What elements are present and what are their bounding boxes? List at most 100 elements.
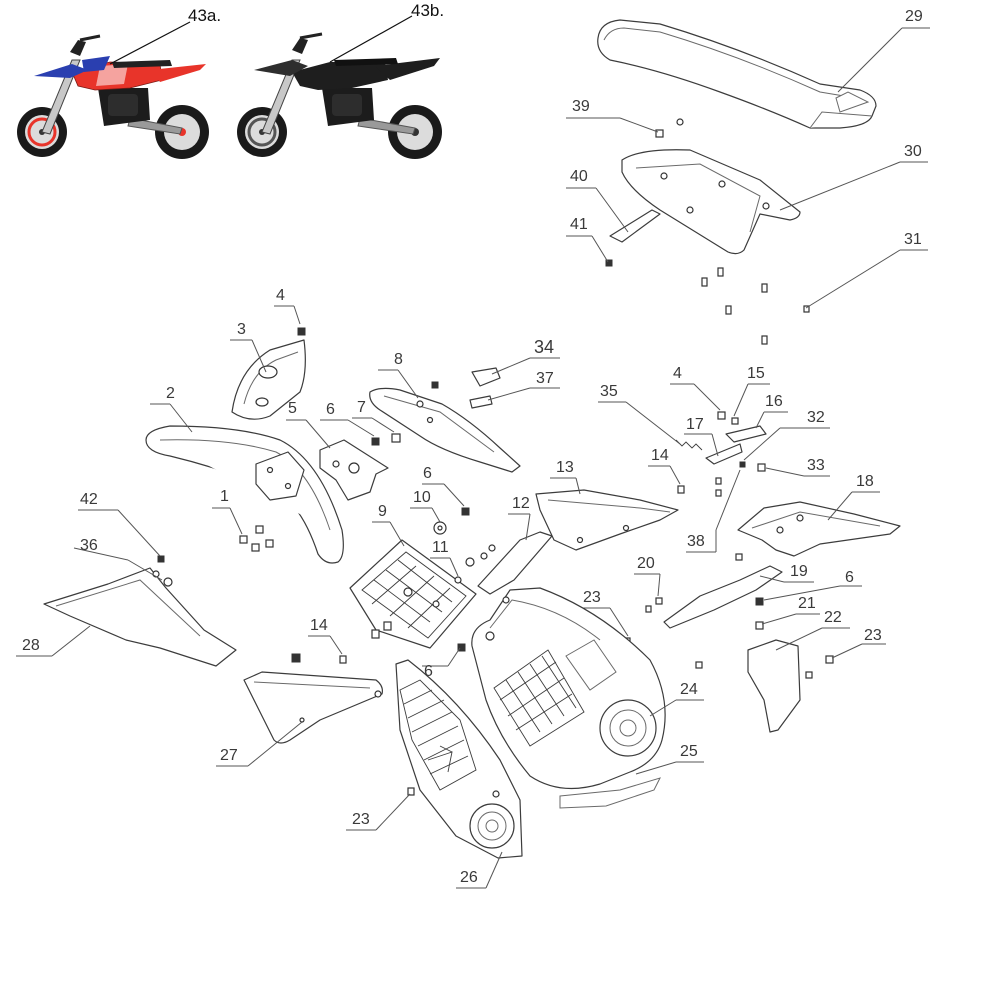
nut-icon [157, 555, 165, 563]
clip-part [469, 395, 493, 409]
bike-photo-43a [17, 34, 209, 159]
tail-bracket [663, 565, 783, 629]
nut-icon [655, 597, 663, 605]
callout-8: 8 [394, 351, 403, 368]
callout-35: 35 [600, 383, 618, 400]
callout-14a: 14 [651, 447, 669, 464]
callout-10: 10 [413, 489, 431, 506]
fork-guard-bracket [319, 439, 389, 501]
callout-3: 3 [237, 321, 246, 338]
mount-bracket [477, 531, 553, 595]
bolt-icon [339, 655, 347, 664]
callout-27: 27 [220, 747, 238, 764]
callout-42: 42 [80, 491, 98, 508]
front-fender [145, 425, 344, 564]
callout-30: 30 [904, 143, 922, 160]
spring-part [675, 439, 703, 451]
callout-4a: 4 [276, 287, 285, 304]
bolt-group-31 [701, 267, 810, 345]
nut-icon [457, 643, 466, 652]
tank-cover [369, 387, 521, 473]
callout-26: 26 [460, 869, 478, 886]
callout-6d: 6 [424, 663, 433, 680]
bolt-icon [717, 411, 726, 420]
callout-23b: 23 [352, 811, 370, 828]
callout-28: 28 [22, 637, 40, 654]
callout-31: 31 [904, 231, 922, 248]
washer-set-11 [454, 544, 496, 584]
callout-21: 21 [798, 595, 816, 612]
callout-24: 24 [680, 681, 698, 698]
seat-bracket [609, 209, 661, 243]
callout-2: 2 [166, 385, 175, 402]
bolt-icon [297, 327, 306, 336]
callout-29: 29 [905, 8, 923, 25]
callout-7: 7 [357, 399, 366, 416]
callout-38: 38 [687, 533, 705, 550]
nut-icon [371, 437, 380, 446]
callout-9: 9 [378, 503, 387, 520]
callout-33: 33 [807, 457, 825, 474]
side-grille-panel [395, 659, 523, 859]
nut-icon [739, 461, 746, 468]
nut-icon [731, 417, 739, 425]
callout-41: 41 [570, 216, 588, 233]
bolt-icon [391, 433, 401, 443]
callout-4b: 4 [673, 365, 682, 382]
housing-lip [559, 777, 661, 809]
washer-icon [163, 577, 173, 587]
latch-lever [705, 443, 743, 465]
callout-37: 37 [536, 370, 554, 387]
callout-43b: 43b. [411, 1, 444, 20]
callout-15: 15 [747, 365, 765, 382]
callout-23c: 23 [864, 627, 882, 644]
callout-39: 39 [572, 98, 590, 115]
radiator-grille [349, 539, 477, 649]
callout-6c: 6 [845, 569, 854, 586]
nut-icon [605, 259, 613, 267]
bolt-icon [825, 655, 834, 664]
callout-25: 25 [680, 743, 698, 760]
callout-43a: 43a. [188, 6, 221, 25]
nut-icon [461, 507, 470, 516]
callout-5: 5 [288, 400, 297, 417]
battery-housing [471, 587, 666, 790]
callout-19: 19 [790, 563, 808, 580]
bolt-icon [655, 129, 664, 138]
callout-32: 32 [807, 409, 825, 426]
bolt-group-1 [239, 525, 274, 552]
callout-17: 17 [686, 416, 704, 433]
callout-13: 13 [556, 459, 574, 476]
bolt-icon [755, 621, 764, 630]
callout-11: 11 [432, 539, 449, 556]
callout-23a: 23 [583, 589, 601, 606]
callout-6a: 6 [326, 401, 335, 418]
callout-36: 36 [80, 537, 98, 554]
bolt-icon [757, 463, 766, 472]
bolt-icon [407, 787, 415, 796]
callout-6b: 6 [423, 465, 432, 482]
callout-40: 40 [570, 168, 588, 185]
mud-flap [747, 639, 801, 733]
callout-12: 12 [512, 495, 530, 512]
seat-base-plate [621, 149, 801, 255]
callout-16: 16 [765, 393, 783, 410]
side-number-plate [243, 671, 383, 744]
bolt-icon [677, 485, 685, 494]
callout-14b: 14 [310, 617, 328, 634]
callout-20: 20 [637, 555, 655, 572]
rear-fender [737, 501, 901, 557]
clip-part [471, 367, 501, 387]
seat-part [597, 19, 877, 129]
callout-34: 34 [534, 337, 554, 357]
side-cover-upper [535, 489, 679, 551]
callout-1: 1 [220, 488, 229, 505]
callout-22: 22 [824, 609, 842, 626]
side-shroud [43, 567, 237, 667]
bike-photo-43b [237, 32, 442, 159]
nut-icon [755, 597, 764, 606]
latch-plate [725, 425, 767, 443]
front-number-plate [231, 339, 306, 420]
callout-18: 18 [856, 473, 874, 490]
